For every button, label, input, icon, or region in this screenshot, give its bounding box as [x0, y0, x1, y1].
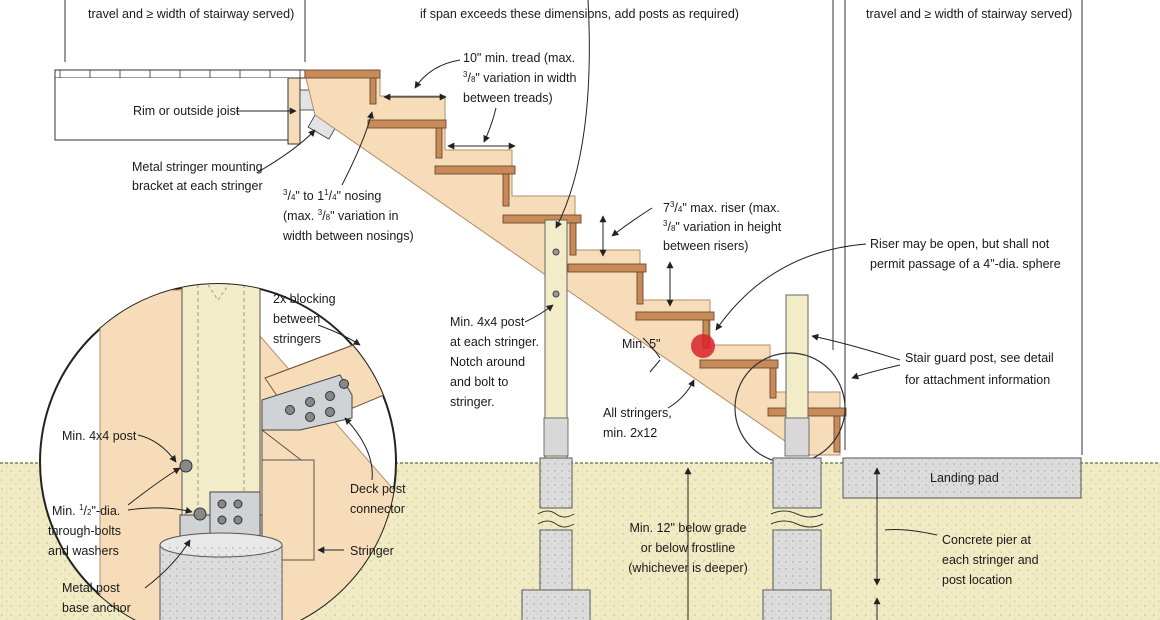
bolts-line-1: Min. 1/2"-dia.	[52, 503, 120, 518]
post-line-4: and bolt to	[450, 375, 508, 389]
bracket-line-1: Metal stringer mounting	[132, 160, 263, 174]
top-center-clip: if span exceeds these dimensions, add po…	[420, 7, 739, 21]
top-right-clip: travel and ≥ width of stairway served)	[866, 7, 1072, 21]
stringers-line-1: All stringers,	[603, 406, 672, 420]
labels: travel and ≥ width of stairway served) i…	[48, 7, 1072, 615]
stringer-label: Stringer	[350, 544, 394, 558]
rim-label: Rim or outside joist	[133, 104, 240, 118]
stringers-line-2: min. 2x12	[603, 426, 657, 440]
anchor-line-2: base anchor	[62, 601, 131, 615]
blocking-line-1: 2x blocking	[273, 292, 336, 306]
post-line-3: Notch around	[450, 355, 525, 369]
landing-pad	[842, 457, 1082, 499]
pier-line-1: Concrete pier at	[942, 533, 1031, 547]
post-line-2: at each stringer.	[450, 335, 539, 349]
anchor-line-1: Metal post	[62, 581, 120, 595]
detail-post-label: Min. 4x4 post	[62, 429, 137, 443]
top-left-clip: travel and ≥ width of stairway served)	[88, 7, 294, 21]
nosing-line-3: width between nosings)	[282, 229, 414, 243]
riser-line-1: 73/4" max. riser (max.	[663, 200, 780, 215]
tread-line-3: between treads)	[463, 91, 553, 105]
guard-line-1: Stair guard post, see detail	[905, 351, 1054, 365]
riser-line-3: between risers)	[663, 239, 748, 253]
post-detail-circle	[39, 283, 397, 620]
nosing-line-2: (max. 3/8" variation in	[283, 208, 399, 223]
blocking-line-3: stringers	[273, 332, 321, 346]
open-riser-line-2: permit passage of a 4"-dia. sphere	[870, 257, 1061, 271]
pier-line-3: post location	[942, 573, 1012, 587]
post-line-1: Min. 4x4 post	[450, 315, 525, 329]
open-riser-line-1: Riser may be open, but shall not	[870, 237, 1050, 251]
grade-line-3: (whichever is deeper)	[628, 561, 748, 575]
leader-lines	[236, 0, 938, 536]
stair-risers	[369, 77, 841, 453]
guide-lines	[64, 0, 1083, 455]
tread-line-1: 10" min. tread (max.	[463, 51, 575, 65]
detail-leaders	[127, 324, 373, 589]
grade-line-1: Min. 12" below grade	[629, 521, 746, 535]
guard-line-2: for attachment information	[905, 373, 1050, 387]
post-line-5: stringer.	[450, 395, 494, 409]
riser-line-2: 3/8" variation in height	[663, 219, 782, 234]
grade-line-2: or below frostline	[641, 541, 736, 555]
guard-post	[784, 294, 810, 457]
landing-label: Landing pad	[930, 471, 999, 485]
min5-label: Min. 5"	[622, 337, 660, 351]
connector-line-2: connector	[350, 502, 405, 516]
bolts-line-2: through-bolts	[48, 524, 121, 538]
sphere-marker	[691, 334, 715, 358]
tread-line-2: 3/8" variation in width	[463, 70, 576, 85]
blocking-line-2: between	[273, 312, 320, 326]
concrete-piers	[521, 457, 832, 620]
bracket-line-2: bracket at each stringer	[132, 179, 263, 193]
pier-line-2: each stringer and	[942, 553, 1039, 567]
nosing-line-1: 3/4" to 11/4" nosing	[283, 188, 381, 203]
connector-line-1: Deck post	[350, 482, 406, 496]
dimension-arrows	[383, 93, 881, 620]
support-post	[543, 219, 569, 459]
bolts-line-3: and washers	[48, 544, 119, 558]
